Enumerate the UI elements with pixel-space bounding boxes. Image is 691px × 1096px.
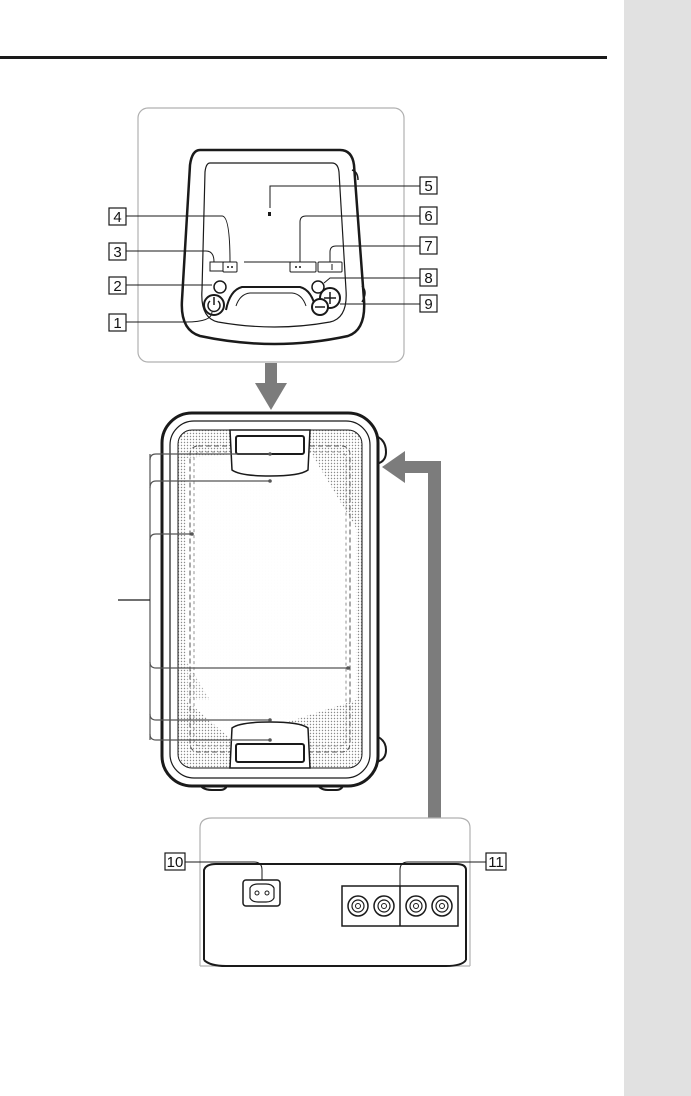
arrow-up — [382, 451, 441, 818]
svg-text:9: 9 — [424, 296, 432, 313]
arrow-down — [255, 363, 287, 410]
svg-text:10: 10 — [167, 854, 184, 871]
power-button[interactable] — [204, 295, 224, 315]
mic-hole — [268, 212, 271, 216]
audio-jacks — [342, 886, 458, 926]
rca-jack-icon — [348, 896, 368, 916]
callout-11: 11 — [486, 853, 506, 871]
callout-4: 4 — [109, 208, 126, 226]
svg-text:11: 11 — [488, 854, 504, 871]
svg-text:1: 1 — [113, 315, 121, 332]
party-connect-button[interactable] — [290, 262, 316, 272]
svg-text:7: 7 — [424, 238, 432, 255]
callout-2: 2 — [109, 277, 126, 295]
rca-jack-icon — [406, 896, 426, 916]
svg-text:3: 3 — [113, 244, 121, 261]
svg-text:8: 8 — [424, 270, 432, 287]
megabass-button[interactable] — [318, 262, 342, 272]
top-panel-inset — [126, 108, 420, 362]
svg-text:2: 2 — [113, 278, 121, 295]
callout-9: 9 — [420, 295, 437, 313]
rca-jack-icon — [374, 896, 394, 916]
rca-jack-icon — [432, 896, 452, 916]
svg-text:4: 4 — [113, 209, 121, 226]
ac-inlet-icon — [243, 880, 280, 906]
svg-text:5: 5 — [424, 178, 432, 195]
speaker-body — [118, 413, 386, 790]
bluetooth-button[interactable] — [223, 262, 237, 272]
callout-5: 5 — [420, 177, 437, 195]
indicator-lamp — [214, 281, 226, 293]
callout-1: 1 — [109, 314, 126, 332]
svg-text:6: 6 — [424, 208, 432, 225]
callout-3: 3 — [109, 243, 126, 261]
callout-7: 7 — [420, 237, 437, 255]
callout-10: 10 — [165, 853, 185, 871]
callout-8: 8 — [420, 269, 437, 287]
rear-panel-inset — [185, 818, 486, 966]
callout-6: 6 — [420, 207, 437, 225]
